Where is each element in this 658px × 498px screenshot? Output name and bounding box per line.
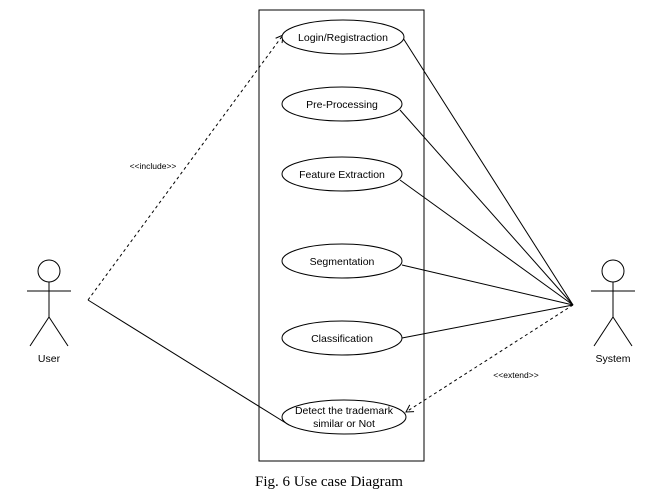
use-case-ellipse — [281, 243, 403, 279]
association-user-detect — [87, 299, 290, 426]
association-system-segmentation — [401, 264, 574, 306]
association-system-preprocessing — [399, 109, 574, 306]
use-case-ellipse — [281, 19, 405, 55]
use-case-segmentation: Segmentation — [281, 243, 403, 279]
actor-user-label: User — [38, 353, 61, 365]
use-case-label: Login/Registraction — [298, 32, 388, 44]
use-case-ellipse — [281, 320, 403, 356]
use-case-detect: Detect the trademark similar or Not — [281, 399, 407, 435]
actor-head — [37, 259, 61, 283]
use-case-ellipse — [281, 86, 403, 122]
use-case-label-line2: similar or Not — [313, 418, 375, 430]
actor-system — [591, 259, 635, 347]
figure-caption: Fig. 6 Use case Diagram — [255, 474, 403, 490]
use-case-label: Pre-Processing — [306, 99, 378, 111]
use-case-label: Feature Extraction — [299, 169, 385, 181]
use-case-label-line1: Detect the trademark — [295, 405, 394, 417]
actor-user — [27, 259, 71, 347]
association-system-classification — [401, 304, 574, 339]
actor-system-label: System — [595, 353, 630, 365]
actor-left-leg — [29, 316, 50, 347]
association-system-feature-extraction — [399, 179, 574, 306]
actor-right-leg — [612, 316, 633, 347]
actor-left-leg — [593, 316, 614, 347]
system-associations — [399, 37, 574, 339]
use-case-ellipse — [281, 399, 407, 435]
extend-label: <<extend>> — [493, 370, 538, 380]
use-case-login: Login/Registraction — [281, 19, 405, 55]
actor-head — [601, 259, 625, 283]
use-case-feature-extraction: Feature Extraction — [281, 156, 403, 192]
system-boundary — [258, 9, 425, 462]
use-case-label: Segmentation — [310, 256, 375, 268]
use-case-label: Classification — [311, 333, 373, 345]
use-case-classification: Classification — [281, 320, 403, 356]
use-case-preprocessing: Pre-Processing — [281, 86, 403, 122]
include-arrow — [87, 34, 284, 301]
association-system-login — [402, 37, 574, 306]
include-label: <<include>> — [130, 161, 177, 171]
actor-right-leg — [48, 316, 69, 347]
use-case-ellipse — [281, 156, 403, 192]
